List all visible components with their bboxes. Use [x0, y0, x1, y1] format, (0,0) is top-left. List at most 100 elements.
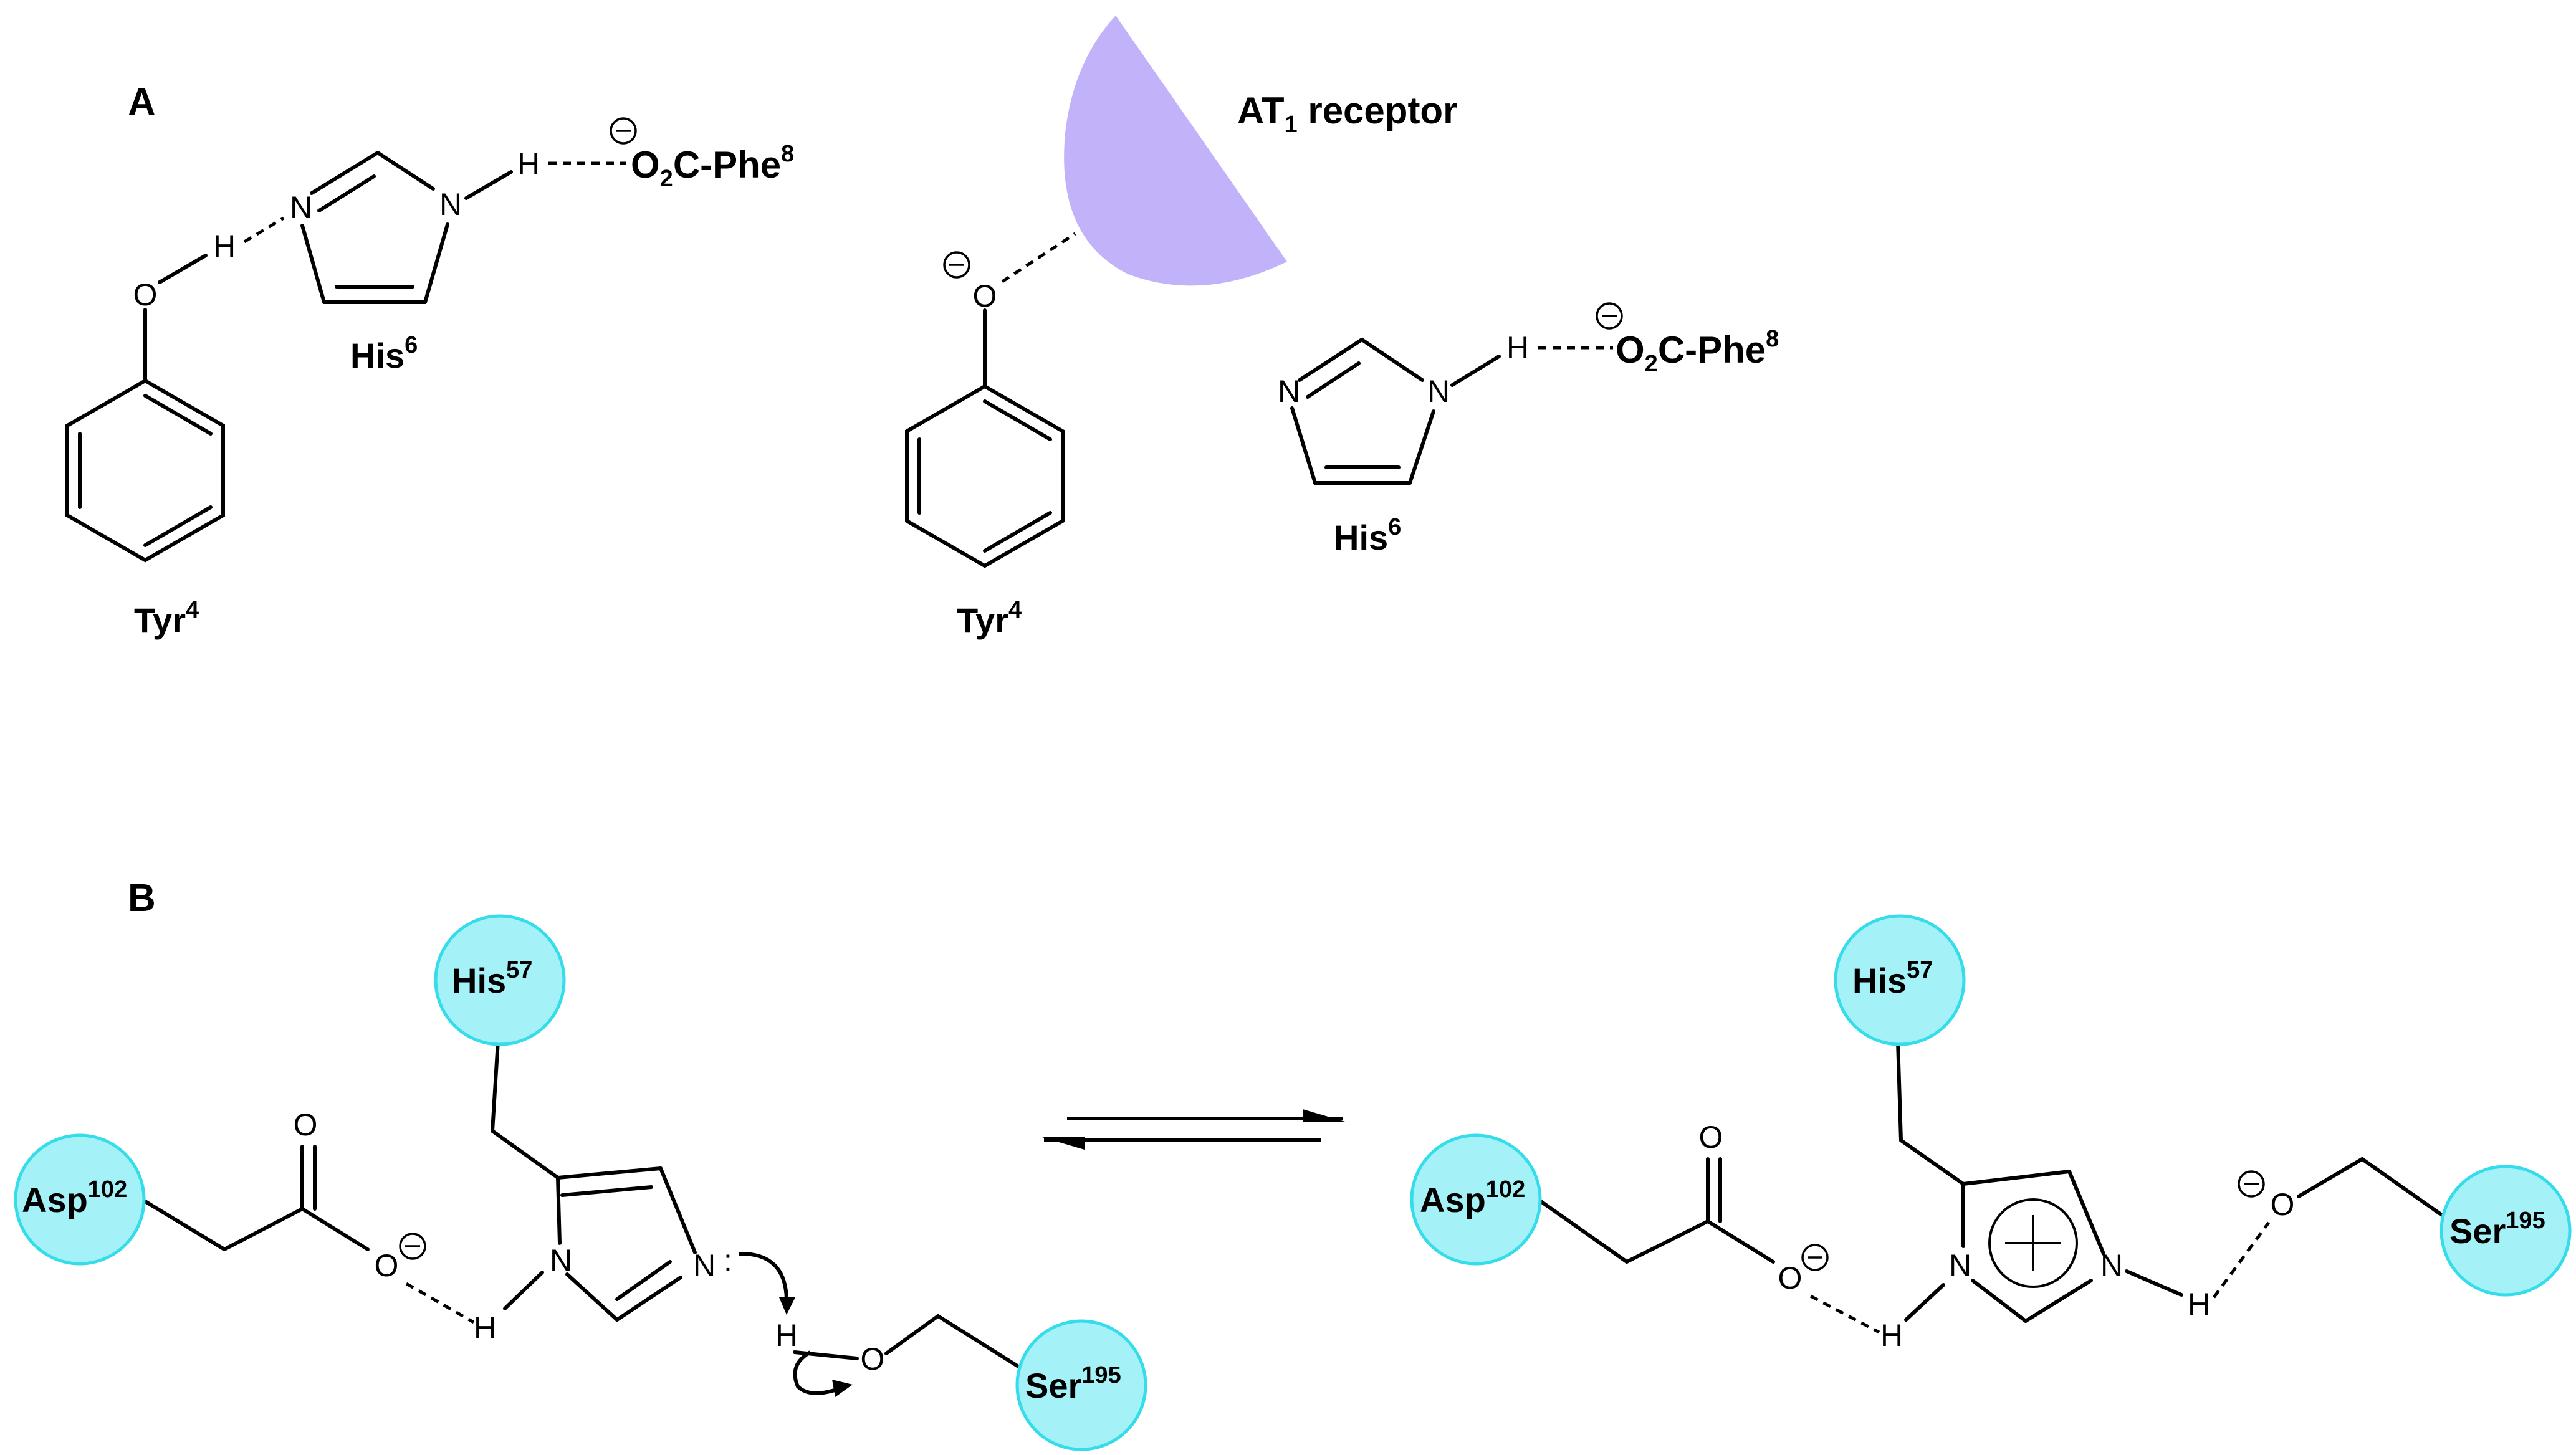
his57-imidazolium-right	[1961, 1170, 2105, 1323]
asp102-ch2-bond-right	[1536, 1198, 1629, 1264]
ser195-hydrogen-left: H	[775, 1318, 798, 1353]
panel-a-right-complex: AT1 receptor O N N H	[905, 16, 1779, 640]
asp102-carbonyl-oxygen-right: O	[1699, 1120, 1723, 1155]
tyr-receptor-interaction	[1001, 232, 1076, 284]
ser195-co-bond-left	[884, 1314, 940, 1355]
asp102-cc-bond-left	[223, 1207, 304, 1251]
asp102-label-right: Asp102	[1420, 1176, 1525, 1219]
his57-bead-left	[434, 914, 566, 1046]
charge-minus-icon	[610, 117, 637, 145]
phe8-carboxylate-label-right: O2C-Phe8	[1616, 326, 1779, 377]
charge-minus-icon	[2238, 1170, 2265, 1198]
tyr-his-hbond-left	[243, 216, 285, 244]
his57-ch2-bond-right	[1896, 1040, 1903, 1142]
his6-label-right: His6	[1334, 514, 1401, 557]
his57-nitrogen-1-right: N	[1949, 1248, 1971, 1283]
charge-minus-icon	[1596, 302, 1623, 330]
asp-his-hbond-left	[405, 1282, 475, 1324]
asp102-charge-right	[1801, 1244, 1829, 1271]
his-nh-bond-right	[1450, 355, 1501, 387]
ser195-ch2-bond-left	[936, 1314, 1027, 1373]
panel-b-left-triad: N N : H O O H O His57 Asp102	[14, 914, 1147, 1451]
his57-nitrogen-2-left: N	[693, 1248, 716, 1283]
panel-a-label: A	[128, 81, 156, 124]
his57-hydrogen-left: H	[474, 1310, 496, 1345]
tyr-benzene-ring-left	[65, 378, 225, 563]
ser195-ch2-bond-right	[2360, 1157, 2448, 1220]
positive-charge-icon	[1988, 1198, 2078, 1288]
charge-minus-icon	[943, 251, 970, 279]
his-imidazole-ring-right	[1290, 338, 1435, 485]
his57-ring-bond-left	[491, 1129, 560, 1180]
tyr-hydrogen-left: H	[213, 229, 236, 264]
his-nitrogen-2-left: N	[439, 187, 462, 222]
ser195-oh-bond-left	[793, 1350, 859, 1360]
tyr-oxygen-right: O	[973, 279, 997, 313]
charge-minus-icon	[399, 1233, 426, 1260]
panel-b-right-triad: N N H H O O O His57 Asp102 S	[1410, 914, 2572, 1353]
panel-b-label: B	[128, 877, 156, 920]
tyr-oh-bond-left	[158, 254, 208, 284]
reverse-half-arrowhead	[1042, 1137, 1085, 1150]
ser195-bead-right	[2440, 1165, 2572, 1297]
tyr-phenolate-charge	[943, 251, 970, 279]
his-hydrogen-right: H	[1506, 330, 1529, 365]
his57-ring-bond-right	[1899, 1138, 1965, 1186]
asp102-ch2-bond-left	[140, 1198, 226, 1251]
phe8-carboxylate-right: O2C-Phe8	[1596, 302, 1779, 377]
asp102-cc-bond-right	[1625, 1219, 1710, 1264]
ser195-oxygen-right: O	[2271, 1187, 2295, 1222]
asp102-bead-right	[1410, 1133, 1542, 1266]
panel-a-left-complex: O H N N H O2C-Phe8 Tyr4 His6	[65, 117, 794, 640]
ser195-oxygen-left: O	[861, 1342, 885, 1376]
asp102-charge-left	[399, 1233, 426, 1260]
at1-receptor-label: AT1 receptor	[1237, 90, 1457, 138]
his57-nitrogen-2-right: N	[2100, 1248, 2123, 1283]
his57-hydrogen-1-right: H	[1880, 1318, 1903, 1353]
asp102-label-left: Asp102	[22, 1176, 127, 1219]
arrowhead-h-to-o	[832, 1380, 853, 1397]
charge-minus-icon	[1801, 1244, 1829, 1271]
his-ser-hbond-right	[2212, 1221, 2271, 1299]
his-nitrogen-1-left: N	[290, 190, 312, 225]
his-nitrogen-1-right: N	[1278, 374, 1300, 409]
equilibrium-arrows	[1042, 1109, 1345, 1150]
phe8-carboxylate-label-left: O2C-Phe8	[631, 141, 794, 192]
ser195-label-left: Ser195	[1025, 1362, 1121, 1405]
his6-label-left: His6	[350, 332, 418, 375]
curved-arrow-h-to-o	[793, 1350, 841, 1395]
his57-ch2-bond-left	[491, 1029, 500, 1133]
his57-hydrogen-2-right: H	[2188, 1287, 2210, 1322]
arrowhead-n-to-h	[779, 1297, 795, 1315]
his57-nh-bond-1-right	[1904, 1283, 1945, 1322]
tyr4-label-left: Tyr4	[134, 597, 199, 640]
his57-nh-bond-left	[503, 1271, 544, 1310]
his-imidazole-ring-left	[300, 151, 449, 304]
his57-label-right: His57	[1852, 957, 1933, 1000]
asp102-carbonyl-oxygen-left: O	[294, 1107, 318, 1142]
his-nh-bond-left	[464, 170, 513, 200]
his57-bead-right	[1834, 914, 1966, 1046]
lone-pair-left: :	[724, 1243, 732, 1278]
his-nitrogen-2-right: N	[1427, 374, 1450, 409]
phe8-carboxylate-left: O2C-Phe8	[610, 117, 794, 192]
tyr-oxygen-left: O	[133, 277, 158, 312]
ser195-label-right: Ser195	[2449, 1208, 2545, 1251]
asp102-co-single-left	[300, 1207, 370, 1251]
asp102-bead-left	[14, 1133, 146, 1266]
his57-nitrogen-1-left: N	[550, 1243, 572, 1278]
his57-imidazole-left	[556, 1166, 697, 1322]
his57-nh-bond-2-right	[2125, 1269, 2183, 1297]
his-hydrogen-left: H	[517, 146, 540, 181]
at1-receptor-shape	[1064, 16, 1287, 286]
asp102-carboxylate-oxygen-right: O	[1778, 1261, 1803, 1295]
asp102-co-single-right	[1706, 1219, 1775, 1264]
ser195-co-bond-right	[2297, 1157, 2364, 1198]
curved-arrow-n-to-h	[738, 1251, 788, 1300]
tyr4-label-right: Tyr4	[957, 597, 1022, 640]
ser195-bead-left	[1015, 1319, 1147, 1451]
tyr-benzene-ring-right	[905, 384, 1065, 568]
his57-label-left: His57	[452, 957, 532, 1000]
asp-his-hbond-right	[1809, 1294, 1880, 1334]
